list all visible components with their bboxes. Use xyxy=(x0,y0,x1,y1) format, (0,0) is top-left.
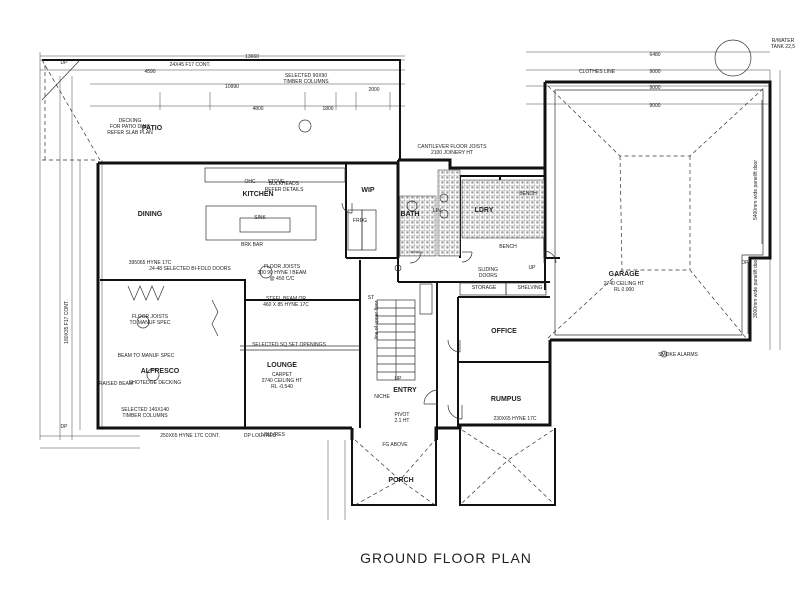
room-label-rumpus: RUMPUS xyxy=(491,396,522,403)
columns xyxy=(136,119,668,382)
smoke-alarms-note: SMOKE ALARMS xyxy=(658,352,698,358)
entry-door xyxy=(423,389,439,405)
label-dp-a: DP xyxy=(61,60,69,66)
stairs xyxy=(376,283,433,381)
label-st: ST xyxy=(368,295,374,301)
label-bench-a: BENCH xyxy=(519,191,537,197)
wet-areas xyxy=(399,169,545,257)
room-label-bath: BATH xyxy=(401,211,420,218)
bifold-note: 24-48 SELECTED BI-FOLD DOORS xyxy=(149,266,231,272)
label-lgs-a: LOUVRES xyxy=(261,432,286,438)
fg-above-note: FG ABOVE xyxy=(382,442,408,448)
garage-roof-lines xyxy=(547,85,767,339)
label-linen: LIN xyxy=(433,208,441,214)
office-door xyxy=(447,339,461,353)
beam-manuf-note: BEAM TO MANUF SPEC xyxy=(118,353,175,359)
wip-door xyxy=(341,202,353,214)
room-label-ldry: LDRY xyxy=(475,207,494,214)
kitchen-benches xyxy=(204,167,377,251)
room-label-entry: ENTRY xyxy=(393,387,417,394)
shotedge-note: SHOTEDGE DECKING xyxy=(129,380,181,386)
garage-side-door xyxy=(543,250,557,264)
ldry-door xyxy=(461,251,473,263)
bifold-doors xyxy=(127,285,360,351)
label-garage-door-a: 5400mm wide panelift door xyxy=(753,160,759,220)
house-outline xyxy=(96,80,772,440)
patio-deck xyxy=(41,59,401,161)
room-label-office: OFFICE xyxy=(491,328,517,335)
room-label-dining: DINING xyxy=(138,211,163,218)
label-hyne-230: 230X65 HYNE 17C xyxy=(493,416,536,422)
room-label-lounge: LOUNGE xyxy=(267,362,297,369)
label-clothes-line: CLOTHES LINE xyxy=(579,69,616,75)
label-dim-4590: 4590 xyxy=(144,69,155,75)
label-garage-door-b: 3000mm wide panelift door xyxy=(753,258,759,318)
raised-beam-note: RAISED BEAM xyxy=(99,381,133,387)
label-cont-a: 180X35 F17 CONT. xyxy=(64,300,70,344)
niche-note: NICHE xyxy=(374,394,390,400)
label-up-a: UP xyxy=(395,376,403,382)
room-label-kitchen: KITCHEN xyxy=(242,191,273,198)
label-dp-c: DP xyxy=(742,260,750,266)
label-dp-b: DP xyxy=(61,424,69,430)
room-label-patio: PATIO xyxy=(142,125,163,132)
label-hyne-250: 250X65 HYNE 17C CONT. xyxy=(160,433,219,439)
doors-layer xyxy=(341,202,557,420)
label-dim-6480: 6480 xyxy=(649,52,660,58)
room-label-porch: PORCH xyxy=(388,477,413,484)
garage-doors xyxy=(747,100,763,334)
label-up-b: UP xyxy=(529,265,537,271)
room-label-wip: WIP xyxy=(361,187,375,194)
label-lgs-b: DP LOUVRES xyxy=(244,433,277,439)
label-stove: STOVE xyxy=(268,179,286,185)
porch xyxy=(351,428,556,506)
plan-title: GROUND FLOOR PLAN xyxy=(360,550,532,566)
label-dim-2000a: 2000 xyxy=(368,87,379,93)
label-dim-9000a: 9000 xyxy=(649,69,660,75)
rumpus-door xyxy=(447,404,463,420)
label-sink: SINK xyxy=(254,215,266,221)
bath-door xyxy=(409,251,422,264)
label-bench-b: BENCH xyxy=(499,244,517,250)
label-patio-beam: 24X45 F17 CONT. xyxy=(170,62,211,68)
label-dim-9000b: 9000 xyxy=(649,85,660,91)
label-ohc: OHC xyxy=(244,179,256,185)
line-upper-floor-note: line of upper floor xyxy=(374,300,380,339)
label-storage: STORAGE xyxy=(472,285,497,291)
label-dim-10990: 10990 xyxy=(225,84,239,90)
water-tank-icon xyxy=(714,39,752,77)
label-fridge: FRDG xyxy=(353,218,367,224)
room-label-alfresco: ALFRESCO xyxy=(141,368,180,375)
sq-set-note: SELECTED SQ SET OPENINGS xyxy=(252,342,326,348)
dimension-labels: 24X45 F17 CONT. 13660 4590 10990 4800 1800 200… xyxy=(61,52,759,439)
room-label-garage: GARAGE xyxy=(609,271,640,278)
hyne-note: 395065 HYNE 17C xyxy=(129,260,172,266)
label-dim-1800a: 1800 xyxy=(322,106,333,112)
interior-walls xyxy=(100,160,560,440)
label-dim-13660: 13660 xyxy=(245,54,259,60)
label-brk-bar: BRK BAR xyxy=(241,242,263,248)
dimension-lines xyxy=(39,51,781,520)
label-dim-4800: 4800 xyxy=(252,106,263,112)
label-shelving: SHELVING xyxy=(518,285,543,291)
label-dim-9000c: 9000 xyxy=(649,103,660,109)
room-labels: PATIO KITCHEN DINING WIP BATH LDRY GARAGE OFFIC… xyxy=(138,125,640,484)
storage-area xyxy=(459,282,547,296)
